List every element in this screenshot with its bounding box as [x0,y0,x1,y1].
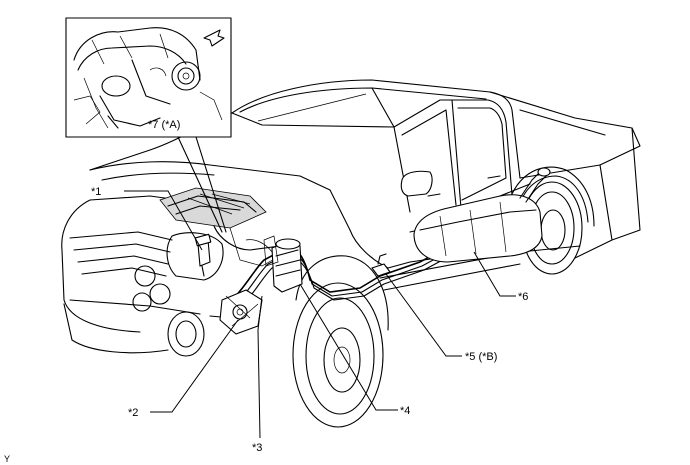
front-direction-arrow-icon [203,29,225,47]
fuel-filter-assembly [263,235,303,293]
callout-2: *2 [128,407,138,419]
supply-pump-assembly [219,289,263,335]
inset-detail-view [65,17,232,233]
callout-5: *5 (*B) [465,351,497,363]
callout-6: *6 [518,291,528,303]
callout-4: *4 [400,405,410,417]
fuel-line-sensor [371,253,391,277]
callout-1: *1 [91,186,101,198]
engine-bay-illustration [159,187,281,267]
corner-label: Y [4,454,10,464]
leader-lines [124,190,516,439]
callout-3: *3 [252,442,262,454]
fuel-tank [413,167,551,263]
fuel-injector [194,233,212,277]
callout-7: *7 (*A) [148,119,180,131]
